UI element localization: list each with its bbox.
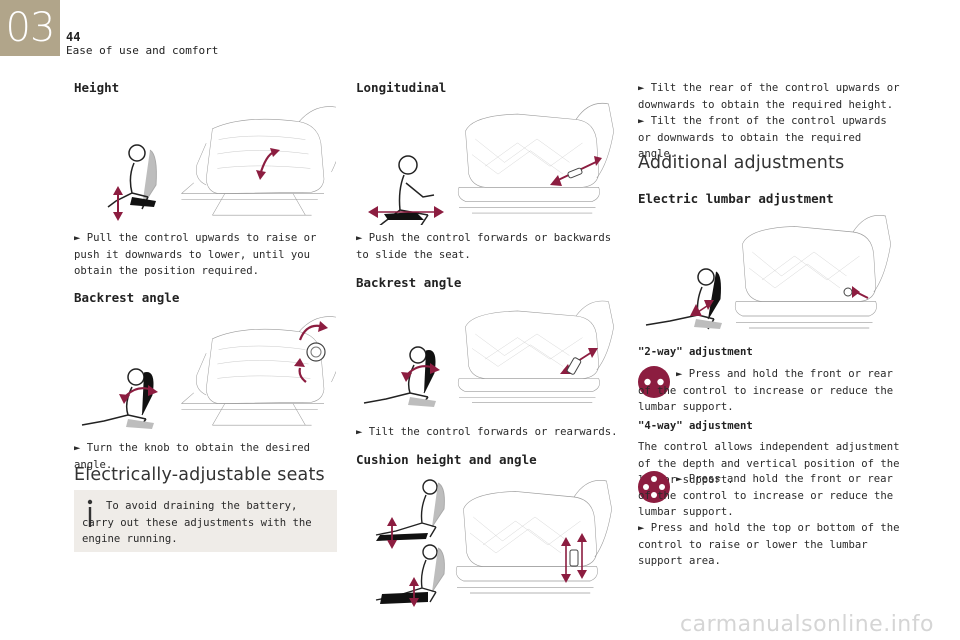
- longitudinal-heading: Longitudinal: [356, 80, 447, 95]
- four-way-instruction-1: ► Press and hold the front or rear of th…: [638, 473, 894, 518]
- info-icon: [87, 499, 93, 527]
- backrest-electric-instruction: ► Tilt the control forwards or rearwards…: [356, 426, 618, 438]
- lumbar-illustration: [638, 212, 902, 334]
- page-number: 44: [66, 30, 81, 44]
- cushion-illustration: [356, 472, 620, 607]
- electric-seats-heading: Electrically-adjustable seats: [74, 465, 325, 485]
- section-title: Ease of use and comfort: [66, 44, 219, 57]
- lumbar-heading: Electric lumbar adjustment: [638, 191, 834, 206]
- height-instruction: ► Pull the control upwards to raise or p…: [74, 232, 317, 277]
- height-heading: Height: [74, 80, 120, 95]
- additional-heading: Additional adjustments: [638, 153, 845, 173]
- four-way-heading: "4-way" adjustment: [638, 420, 753, 432]
- backrest-heading: Backrest angle: [74, 290, 180, 305]
- info-text: To avoid draining the battery, carry out…: [82, 500, 312, 545]
- watermark: carmanualsonline.info: [680, 612, 934, 637]
- four-way-button-icon: [638, 471, 670, 503]
- seat-height-illustration: [74, 100, 336, 225]
- longitudinal-instruction: ► Push the control forwards or backwards…: [356, 232, 612, 261]
- two-way-heading: "2-way" adjustment: [638, 346, 753, 358]
- backrest-instruction: ► Turn the knob to obtain the desired an…: [74, 442, 310, 471]
- chapter-tab: 03: [0, 0, 60, 56]
- two-way-instruction: ► Press and hold the front or rear of th…: [638, 368, 894, 413]
- backrest-knob-illustration: [74, 310, 336, 435]
- info-box: To avoid draining the battery, carry out…: [74, 490, 337, 552]
- backrest-electric-illustration: [356, 298, 620, 413]
- backrest-electric-heading: Backrest angle: [356, 275, 462, 290]
- tilt-rear-instruction: ► Tilt the rear of the control upwards o…: [638, 82, 900, 111]
- longitudinal-illustration: [356, 100, 620, 225]
- tilt-front-instruction: ► Tilt the front of the control upwards …: [638, 115, 887, 160]
- two-way-button-icon: [638, 366, 670, 398]
- cushion-heading: Cushion height and angle: [356, 452, 537, 467]
- four-way-instruction-2: ► Press and hold the top or bottom of th…: [638, 522, 900, 567]
